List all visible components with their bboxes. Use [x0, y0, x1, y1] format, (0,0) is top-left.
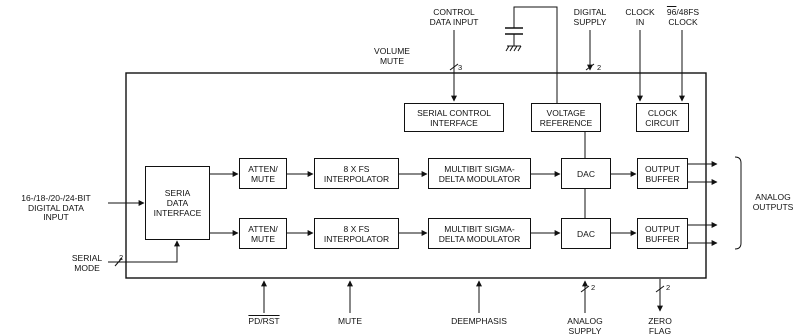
supply-bus-width: 2: [597, 63, 602, 72]
cap-wire: [513, 6, 558, 104]
pd-rst-label: PD/RST: [248, 316, 280, 326]
supply-bus-tick: [585, 63, 595, 71]
serial-mode-wire: [108, 240, 180, 263]
ground-hatch-3: [513, 45, 518, 52]
outputs-bracket: [734, 156, 742, 250]
analog-supply-tick: [580, 285, 590, 293]
modulator-block-1: MULTIBIT SIGMA-DELTA MODULATOR: [428, 158, 531, 189]
dac-block-1: DAC: [561, 158, 611, 189]
serial-mode-bus-width: 2: [119, 253, 124, 262]
modulator-block-2: MULTIBIT SIGMA-DELTA MODULATOR: [428, 218, 531, 249]
ground-hatch-1: [505, 45, 510, 52]
block-diagram-wires: [108, 6, 742, 313]
control-bus-tick: [449, 63, 459, 71]
dac-block-2: DAC: [561, 218, 611, 249]
ground-hatch-2: [509, 45, 514, 52]
serial-mode-tick: [114, 257, 123, 267]
fs-clock-label: 96/48FS CLOCK: [666, 7, 700, 27]
mute-pin-label: MUTE: [337, 316, 363, 326]
control-bus-width: 3: [458, 63, 463, 72]
analog-supply-bus-width: 2: [591, 283, 596, 292]
zero-flag-bus-width: 2: [666, 283, 671, 292]
atten-mute-block-1: ATTEN/MUTE: [239, 158, 287, 189]
deemphasis-label: DEEMPHASIS: [451, 316, 507, 326]
atten-mute-block-2: ATTEN/MUTE: [239, 218, 287, 249]
chip-outline: [125, 72, 707, 279]
ground-hatch-4: [517, 45, 522, 52]
zero-flag-tick: [655, 285, 665, 293]
